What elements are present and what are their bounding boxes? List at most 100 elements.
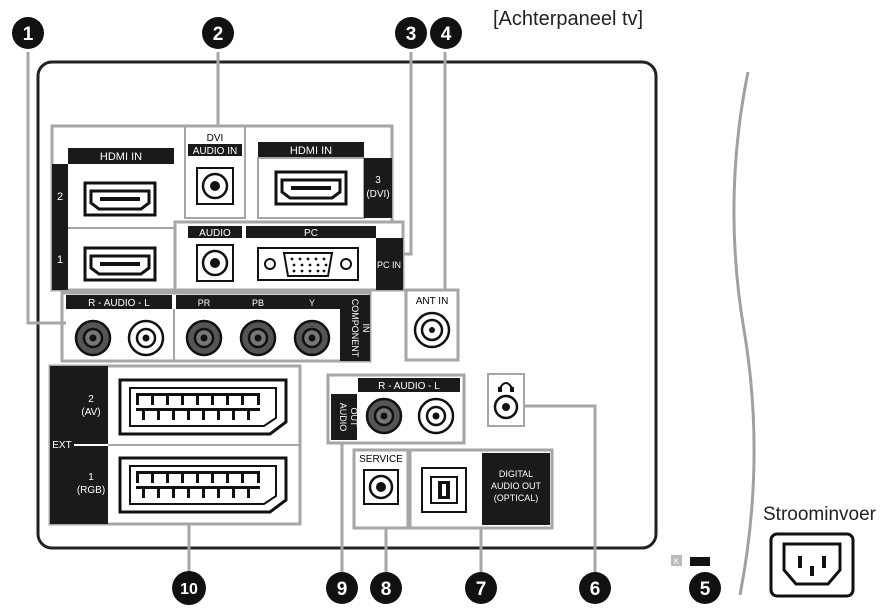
hdmi-3-port	[274, 170, 348, 206]
pc-in-label: PC IN	[377, 260, 401, 270]
audio-in-label: R - AUDIO - L	[88, 298, 150, 309]
callout-9: 9	[326, 572, 358, 604]
ext-label-bar	[50, 366, 74, 524]
tv-side-curve	[732, 71, 756, 596]
power-input-label: Stroominvoer	[763, 504, 876, 525]
vga-screw-left	[264, 258, 276, 270]
pc-audio-jack-core	[210, 258, 220, 268]
hdmi3-label: HDMI IN	[290, 145, 332, 157]
hdmi-2-port	[83, 181, 157, 217]
leader-6	[524, 404, 597, 572]
ant-in-label: ANT IN	[416, 296, 449, 307]
optical-label-line2: AUDIO OUT	[491, 481, 542, 491]
vga-port	[282, 252, 334, 277]
callout-8-label: 8	[381, 579, 392, 600]
component-pr-label: PR	[198, 298, 211, 308]
dvi-label: DVI	[207, 133, 224, 144]
pc-label: PC	[304, 228, 318, 239]
callout-6-label: 6	[590, 579, 601, 600]
lock-icon	[671, 555, 682, 566]
headphone-jack-core	[502, 403, 510, 411]
dvi-audio-jack-core	[210, 181, 220, 191]
ant-in-jack-core	[429, 327, 435, 333]
callout-1: 1	[12, 17, 44, 49]
audio-out-rl-label-bar	[358, 378, 460, 392]
leader-1	[26, 52, 66, 325]
ext2-sub-label: (AV)	[81, 407, 100, 418]
dvi-audio-frame	[184, 125, 246, 219]
hdmi-1-number: 1	[57, 254, 63, 266]
pc-label-bar	[246, 226, 376, 238]
vga-screw-right	[340, 258, 352, 270]
hdmi-in-label: HDMI IN	[100, 151, 142, 163]
optical-label-bar	[482, 453, 550, 525]
callout-7-label: 7	[476, 579, 487, 600]
component-pb-label: PB	[252, 298, 264, 308]
hdmi3-dvi-label: (DVI)	[366, 189, 389, 200]
audio-in-r-jack	[74, 319, 112, 357]
callout-7: 7	[465, 572, 497, 604]
kensington-slot	[690, 557, 710, 566]
optical-port-outer	[421, 467, 467, 513]
optical-label-line1: DIGITAL	[499, 469, 533, 479]
hdmi3-number: 3	[375, 175, 381, 186]
audio-out-r-jack	[365, 397, 403, 435]
ext1-number: 1	[88, 472, 94, 483]
audio-in-l-jack	[127, 319, 165, 357]
callout-9-label: 9	[337, 579, 348, 600]
service-label: SERVICE	[359, 454, 403, 465]
ext2-number: 2	[88, 394, 94, 405]
component-pr-jack	[185, 319, 223, 357]
dvi-audio-label-bar	[188, 144, 242, 156]
hdmi-in-label-bar	[68, 148, 174, 164]
callout-3: 3	[395, 17, 427, 49]
audio-out-sub-label: OUT	[349, 408, 359, 428]
power-socket-inner	[782, 542, 842, 586]
dvi-audio-in-label: AUDIO IN	[193, 146, 237, 157]
service-port-core	[376, 482, 386, 492]
power-pin-right	[822, 556, 826, 568]
ext1-scart-port	[118, 456, 288, 514]
lock-icon-letter: K	[674, 557, 680, 566]
callout-8: 8	[370, 572, 402, 604]
headphone-icon	[499, 382, 513, 389]
pc-audio-label: AUDIO	[199, 228, 231, 239]
hdmi3-number-bar	[364, 158, 392, 218]
ext-label: EXT	[52, 440, 71, 451]
leader-3	[403, 52, 413, 256]
ext2-scart-port	[118, 378, 288, 436]
audio-out-l-jack	[417, 397, 455, 435]
audio-out-rl-label: R - AUDIO - L	[378, 381, 440, 392]
component-y-jack	[293, 319, 331, 357]
callout-1-label: 1	[23, 24, 34, 45]
hdmi-number-bar	[52, 164, 68, 290]
optical-label-line3: (OPTICAL)	[494, 493, 539, 503]
callout-4-label: 4	[441, 24, 452, 45]
callout-3-label: 3	[406, 24, 417, 45]
ext1-sub-label: (RGB)	[77, 485, 105, 496]
callout-6: 6	[579, 572, 611, 604]
vga-pins	[290, 257, 328, 273]
component-in-label-bar	[340, 295, 370, 361]
component-y-label: Y	[309, 298, 315, 308]
pc-in-label-bar	[376, 238, 403, 290]
power-pin-left	[798, 556, 802, 568]
component-pb-jack	[239, 319, 277, 357]
hdmi-2-number: 2	[57, 191, 63, 203]
audio-out-label-bar	[331, 394, 357, 440]
leader-lines	[26, 52, 597, 572]
headphone-icon-left	[498, 387, 502, 392]
pc-audio-label-bar	[188, 226, 242, 238]
callout-10: 10	[172, 571, 206, 605]
callout-2-label: 2	[213, 24, 224, 45]
audio-in-label-bar	[66, 295, 172, 309]
callout-10-label: 10	[180, 581, 198, 598]
callout-2: 2	[202, 17, 234, 49]
callout-5-label: 5	[700, 579, 711, 600]
caption: [Achterpaneel tv]	[493, 8, 644, 30]
power-pin-earth	[810, 566, 814, 576]
component-label-bar	[176, 295, 340, 309]
hdmi-1-port	[83, 246, 157, 282]
component-in-label: IN	[361, 324, 371, 333]
